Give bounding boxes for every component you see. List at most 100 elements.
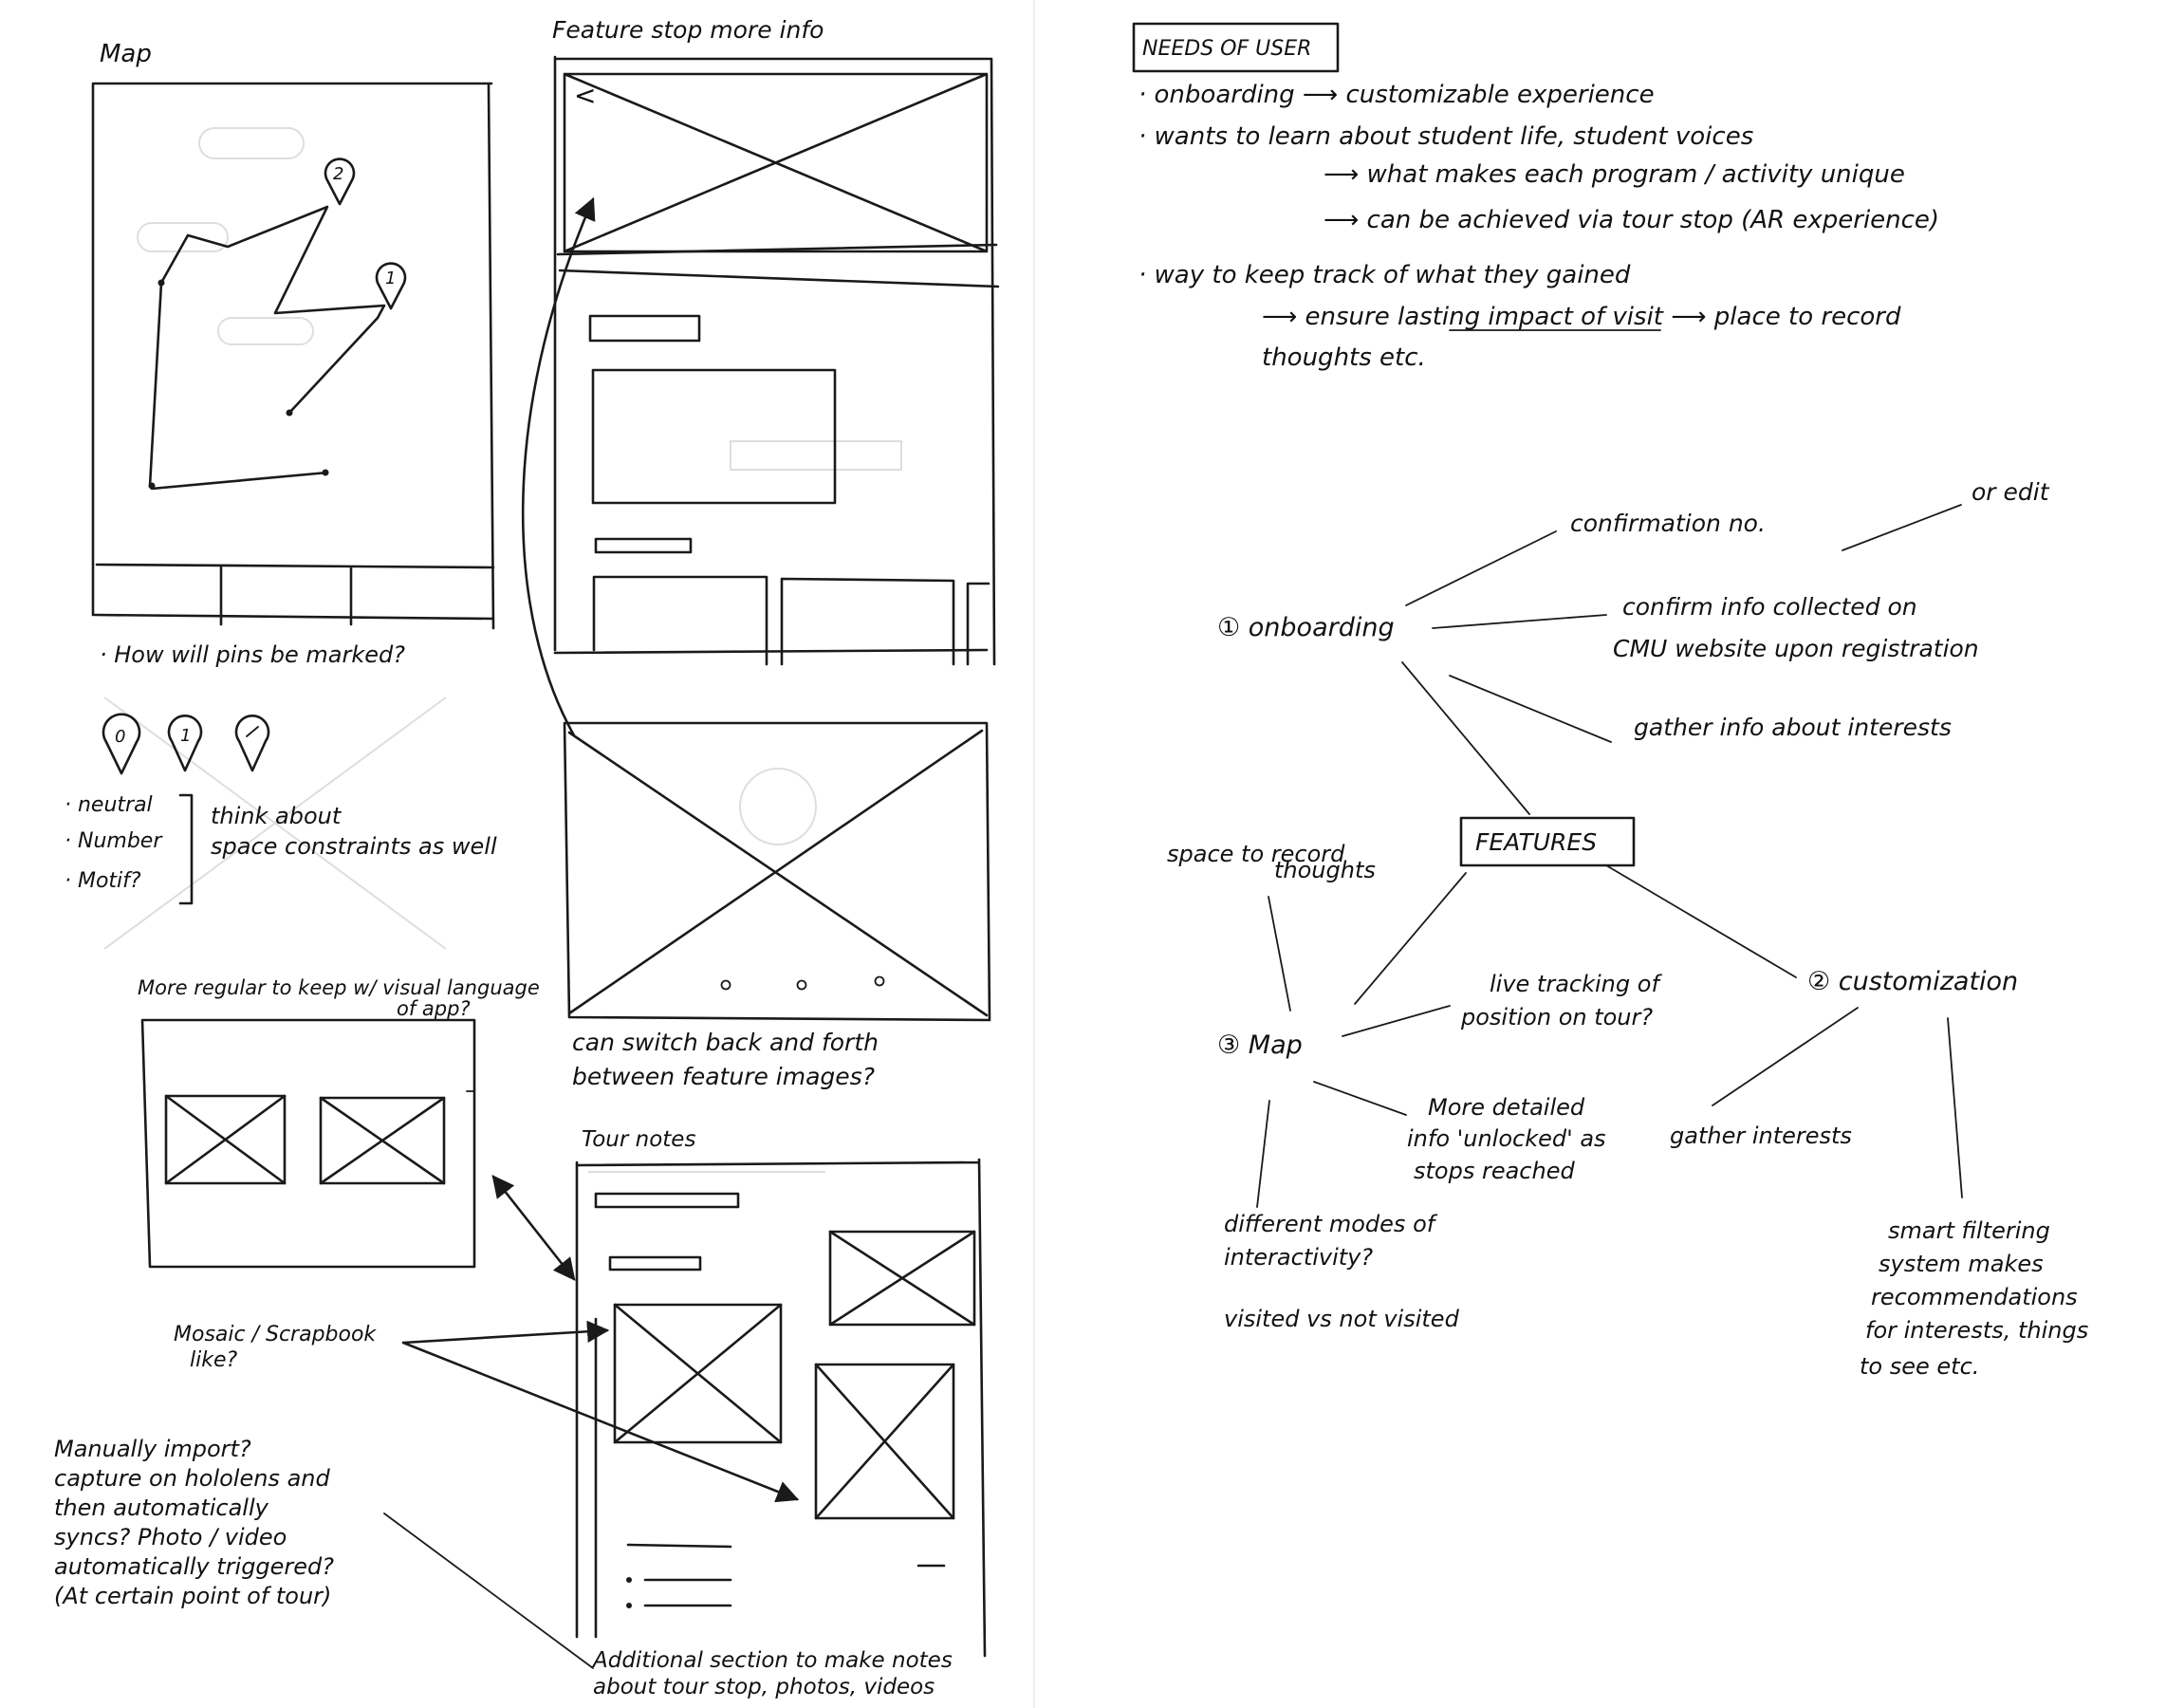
svg-text:1: 1	[180, 726, 191, 746]
svg-text:Manually import?: Manually import?	[54, 1436, 251, 1462]
text-lines	[626, 1543, 946, 1568]
feature-mind-map: ① onboarding confirmation no. or edit co…	[1167, 478, 2088, 1380]
needs-of-user: NEEDS OF USER · onboarding ⟶ customizabl…	[1132, 22, 1939, 372]
pin-option-label: · neutral	[65, 793, 153, 817]
bottom-edge	[553, 648, 989, 655]
feature-images-wireframe: can switch back and forth between featur…	[563, 721, 991, 1090]
svg-text:between feature images?: between feature images?	[572, 1063, 875, 1090]
bracket	[178, 793, 194, 905]
svg-text:then automatically: then automatically	[54, 1494, 269, 1521]
svg-text:· wants to learn about student: · wants to learn about student life, stu…	[1139, 122, 1753, 151]
bullet	[626, 1603, 632, 1608]
tour-notes-title: Tour notes	[582, 1127, 695, 1152]
pin-option-neutral-icon: 0	[102, 713, 141, 775]
map-title: Map	[100, 40, 152, 68]
svg-text:of app?: of app?	[397, 997, 471, 1020]
map-pin-1: 1	[375, 262, 407, 310]
mosaic-arrow	[401, 1341, 800, 1503]
regular-layout-note: More regular to keep w/ visual language …	[138, 976, 576, 1281]
image-placeholder	[319, 1096, 446, 1185]
card-row	[592, 575, 990, 666]
svg-text:Mosaic / Scrapbook: Mosaic / Scrapbook	[174, 1323, 377, 1346]
svg-text:like?: like?	[190, 1348, 238, 1372]
double-arrow	[491, 1175, 576, 1281]
map-pin-2: 2	[324, 158, 356, 206]
svg-text:gather info about interests: gather info about interests	[1634, 714, 1952, 741]
map-wireframe: Map 2 1	[91, 40, 495, 630]
svg-text:gather interests: gather interests	[1670, 1123, 1852, 1149]
route-point	[148, 482, 156, 490]
photo-placeholder	[814, 1363, 955, 1520]
regular-layout-frame	[140, 1018, 476, 1269]
features-hub: FEATURES	[1475, 828, 1597, 856]
header-divider	[556, 243, 998, 256]
pin-option-label: · Motif?	[65, 869, 141, 893]
show-through-marks	[103, 127, 902, 1173]
content-divider	[558, 269, 1000, 288]
phone-frame	[575, 1158, 987, 1658]
carousel-dot	[720, 979, 731, 991]
svg-text:⟶ ensure lasting impact of vi: ⟶ ensure lasting impact of visit ⟶ place…	[1262, 303, 1901, 331]
carousel-frame	[563, 721, 991, 1022]
svg-text:or edit: or edit	[1972, 478, 2050, 506]
svg-text:can switch back and forth: can switch back and forth	[572, 1029, 879, 1056]
svg-text:space constraints as well: space constraints as well	[211, 833, 497, 860]
connector-arrow	[521, 196, 596, 737]
svg-text:thoughts etc.: thoughts etc.	[1262, 343, 1426, 372]
customization-node: ② customization	[1807, 967, 2018, 996]
svg-text:system makes: system makes	[1879, 1251, 2044, 1277]
carousel-image-placeholder	[567, 729, 989, 1017]
heading-bar	[588, 314, 701, 343]
svg-text:CMU website upon registration: CMU website upon registration	[1613, 635, 1979, 662]
carousel-dot	[874, 975, 885, 987]
mosaic-arrow	[401, 1320, 610, 1345]
features-hub-box	[1459, 816, 1636, 867]
svg-text:capture on hololens and: capture on hololens and	[54, 1465, 330, 1492]
svg-text:thoughts: thoughts	[1274, 857, 1376, 883]
svg-text:· way to keep track of what th: · way to keep track of what they gained	[1139, 261, 1631, 289]
svg-text:different modes of: different modes of	[1224, 1211, 1438, 1237]
svg-text:More regular to keep w/ visual: More regular to keep w/ visual language	[138, 976, 540, 999]
svg-text:smart filtering: smart filtering	[1888, 1217, 2050, 1244]
feature-stop-wireframe: Feature stop more info <	[552, 16, 1000, 666]
svg-text:automatically triggered?: automatically triggered?	[54, 1553, 334, 1580]
svg-text:for interests, things: for interests, things	[1865, 1317, 2088, 1344]
svg-text:0: 0	[115, 727, 125, 747]
feature-stop-title: Feature stop more info	[552, 16, 824, 44]
bullet	[626, 1577, 632, 1583]
svg-text:info 'unlocked' as: info 'unlocked' as	[1407, 1125, 1606, 1152]
pin-number: 1	[385, 269, 396, 288]
map-node: ③ Map	[1217, 1030, 1303, 1060]
svg-text:live tracking of: live tracking of	[1490, 971, 1662, 997]
feature-image-placeholder	[563, 72, 989, 253]
pin-option-motif-icon	[234, 715, 270, 772]
title-bar	[594, 1192, 740, 1209]
svg-text:⟶ what makes each program / a: ⟶ what makes each program / activity uni…	[1324, 160, 1905, 189]
content-block	[591, 368, 837, 505]
svg-text:recommendations: recommendations	[1871, 1284, 2078, 1310]
svg-text:(At certain point of tour): (At certain point of tour)	[54, 1583, 331, 1609]
svg-text:interactivity?: interactivity?	[1224, 1244, 1373, 1271]
svg-text:stops reached: stops reached	[1414, 1158, 1575, 1184]
tour-route-path	[148, 205, 386, 488]
svg-text:visited vs not visited: visited vs not visited	[1224, 1306, 1460, 1332]
needs-title: NEEDS OF USER	[1142, 37, 1311, 61]
route-point	[322, 469, 329, 476]
svg-text:space to record: space to record	[1167, 841, 1345, 867]
needs-title-box	[1132, 22, 1340, 73]
svg-text:about tour stop, photos, video: about tour stop, photos, videos	[593, 1675, 935, 1699]
carousel-dot	[796, 979, 807, 991]
svg-text:to see etc.: to see etc.	[1860, 1353, 1979, 1380]
photo-placeholder	[828, 1230, 976, 1327]
svg-text:confirmation no.: confirmation no.	[1570, 510, 1766, 537]
map-phone-frame	[91, 82, 495, 630]
pins-note: · How will pins be marked? 0 1 · neutral…	[65, 641, 497, 905]
svg-text:· onboarding ⟶ customizable: · onboarding ⟶ customizable experience	[1139, 81, 1655, 109]
photo-placeholder	[613, 1303, 783, 1444]
import-pointer-line	[383, 1513, 594, 1669]
route-point	[157, 279, 165, 287]
subheading-bar	[594, 537, 693, 554]
mosaic-note: Mosaic / Scrapbook like?	[174, 1320, 800, 1503]
onboarding-node: ① onboarding	[1217, 613, 1395, 642]
